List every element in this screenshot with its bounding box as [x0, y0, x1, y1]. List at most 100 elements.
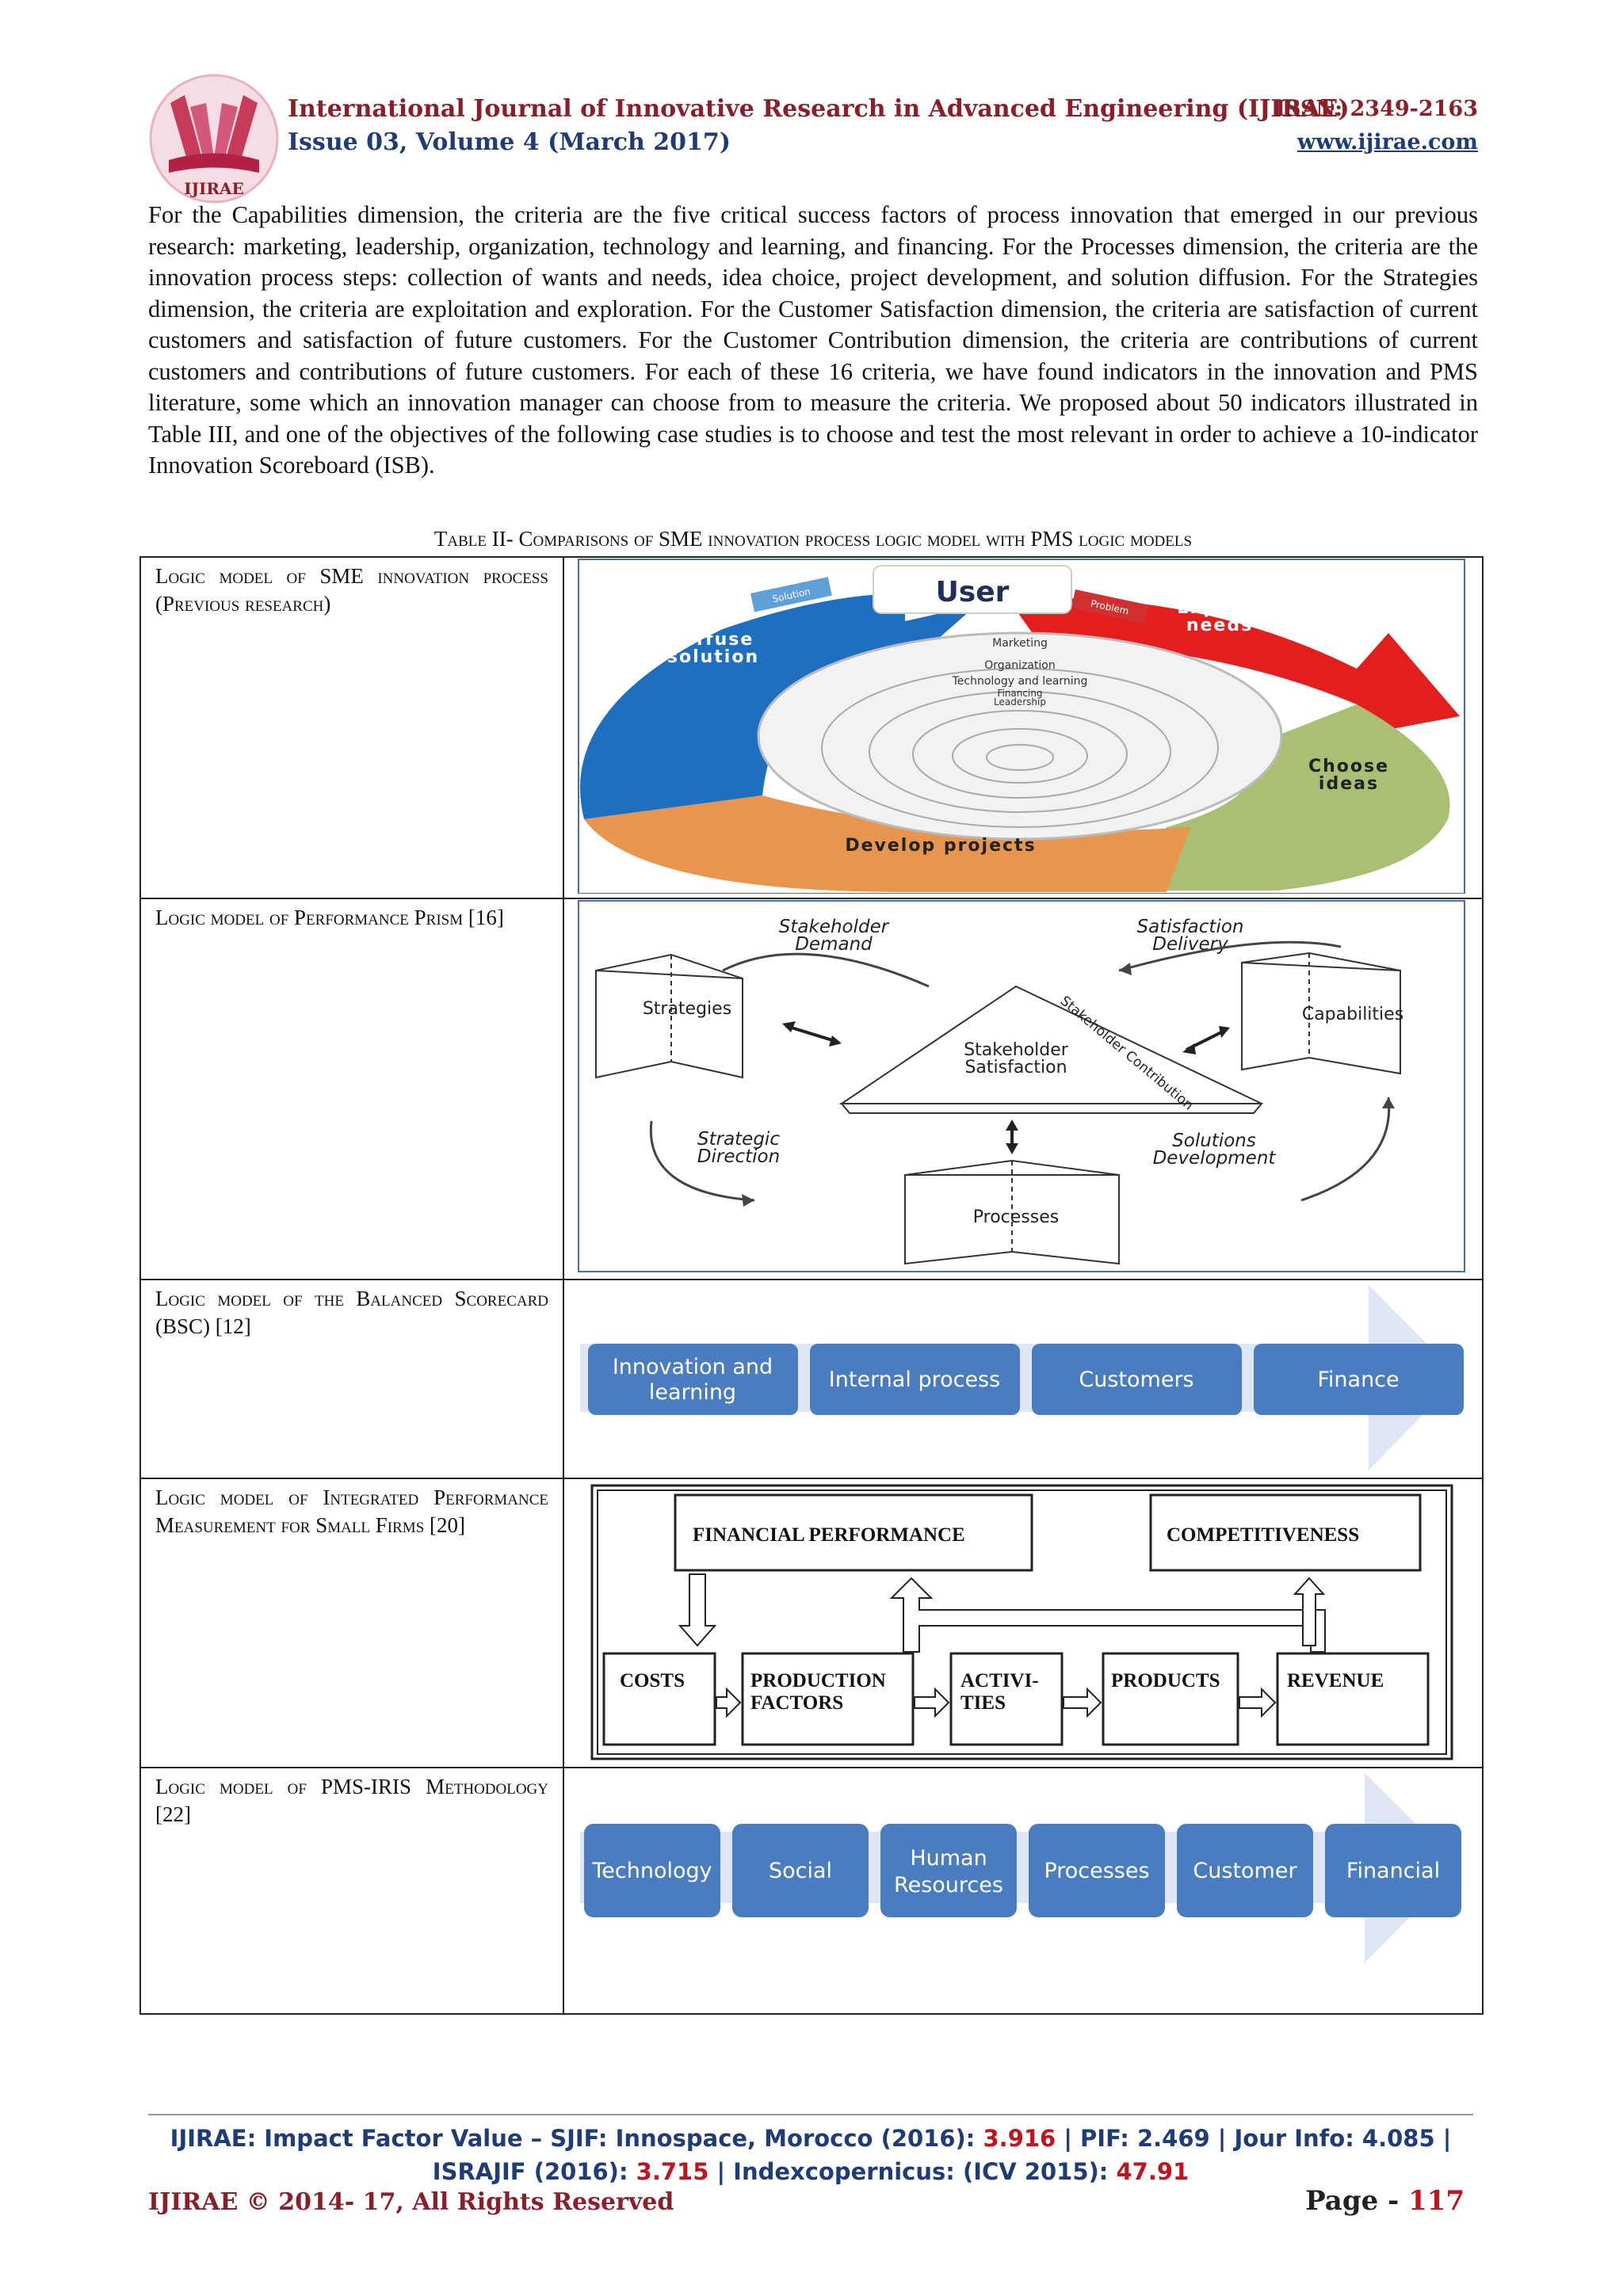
page-header: IJIRAE International Journal of Innovati… [147, 74, 1478, 204]
iris-box [584, 1824, 720, 1917]
row-label: Logic model of the Balanced Scorecard (B… [139, 1279, 564, 1479]
svg-text:Leadership: Leadership [994, 696, 1046, 707]
svg-text:Delivery: Delivery [1152, 934, 1228, 955]
ipm-box [1276, 1652, 1430, 1746]
row-label: Logic model of Integrated Performance Me… [139, 1478, 564, 1768]
svg-text:ideas: ideas [1319, 774, 1379, 794]
iris-box [880, 1824, 1017, 1917]
svg-text:solution: solution [667, 647, 759, 667]
table-row: Logic model of the Balanced Scorecard (B… [139, 1279, 1484, 1479]
capabilities-rings [757, 631, 1283, 841]
svg-text:Finance: Finance [1317, 1367, 1399, 1392]
table-caption: Table II- Comparisons of SME innovation … [433, 527, 1193, 551]
svg-text:Customer: Customer [1193, 1859, 1297, 1883]
journal-logo: IJIRAE [149, 74, 279, 204]
table-row: Logic model of SME innovation process (P… [139, 556, 1484, 899]
user-box [873, 565, 1072, 614]
strategies-prism [595, 953, 743, 1079]
journal-title: International Journal of Innovative Rese… [288, 95, 1350, 123]
svg-text:REVENUE: REVENUE [1287, 1670, 1384, 1691]
svg-text:Financial: Financial [1346, 1859, 1440, 1883]
row-label: Logic model of Performance Prism [16] [139, 898, 564, 1280]
svg-text:Organization: Organization [984, 659, 1056, 672]
svg-text:Processes: Processes [1044, 1859, 1149, 1883]
performance-prism-diagram: Stakeholder Demand Satisfaction Delivery… [578, 900, 1465, 1272]
svg-text:Marketing: Marketing [992, 637, 1048, 650]
svg-text:Resources: Resources [894, 1873, 1003, 1897]
comparison-table: Logic model of SME innovation process (P… [139, 556, 1484, 2015]
ipm-box [602, 1652, 716, 1746]
svg-text:Stakeholder: Stakeholder [964, 1040, 1069, 1060]
svg-text:PRODUCTION: PRODUCTION [750, 1670, 886, 1691]
svg-text:User: User [936, 576, 1010, 608]
svg-text:Capabilities: Capabilities [1302, 1005, 1403, 1024]
svg-text:FACTORS: FACTORS [750, 1692, 843, 1714]
iris-box [1325, 1824, 1461, 1917]
svg-text:Satisfaction: Satisfaction [1137, 917, 1244, 937]
svg-text:Financing: Financing [997, 688, 1042, 699]
row-label: Logic model of PMS-IRIS Methodology [22] [139, 1767, 564, 2015]
svg-text:Processes: Processes [973, 1207, 1059, 1227]
innovation-cycle-diagram: User Solution Problem Explore needs Diff… [578, 559, 1465, 894]
financial-performance-box [674, 1493, 1033, 1572]
impact-factor-info: IJIRAE: Impact Factor Value – SJIF: Inno… [170, 2125, 1452, 2185]
choose-ideas-arrow [1135, 704, 1450, 891]
iris-box [732, 1824, 869, 1917]
issue-info: Issue 03, Volume 4 (March 2017) [288, 128, 731, 156]
svg-text:Demand: Demand [795, 934, 873, 955]
pms-iris-diagram: Technology Social Human Resources Proces… [580, 1773, 1461, 1962]
figure-cell: Technology Social Human Resources Proces… [563, 1767, 1484, 2015]
svg-text:Social: Social [769, 1859, 832, 1883]
figure-cell: FINANCIAL PERFORMANCE COMPETITIVENESS CO… [563, 1478, 1484, 1768]
svg-text:needs: needs [1186, 616, 1253, 635]
table-row: Logic model of Integrated Performance Me… [139, 1478, 1484, 1768]
svg-text:Satisfaction: Satisfaction [964, 1058, 1067, 1077]
svg-text:TIES: TIES [960, 1692, 1006, 1714]
svg-text:Customers: Customers [1079, 1367, 1193, 1392]
ipm-box [1102, 1652, 1239, 1746]
svg-text:Stakeholder: Stakeholder [779, 917, 890, 937]
bsc-box [1254, 1344, 1464, 1415]
svg-text:Innovation and: Innovation and [613, 1355, 773, 1379]
website-link[interactable]: www.ijirae.com [1296, 130, 1478, 154]
svg-text:Internal process: Internal process [829, 1367, 1000, 1392]
table-row: Logic model of PMS-IRIS Methodology [22]… [139, 1767, 1484, 2015]
svg-text:Technology: Technology [591, 1859, 712, 1883]
svg-text:PRODUCTS: PRODUCTS [1111, 1670, 1220, 1691]
row-label: Logic model of SME innovation process (P… [139, 556, 564, 899]
iris-box [1029, 1824, 1165, 1917]
svg-text:Develop projects: Develop projects [845, 836, 1036, 856]
svg-text:Technology and learning: Technology and learning [952, 675, 1088, 688]
table-row: Logic model of Performance Prism [16] St… [139, 898, 1484, 1280]
figure-cell: User Solution Problem Explore needs Diff… [563, 556, 1484, 899]
explore-needs-arrow [1008, 597, 1460, 740]
svg-text:Solutions: Solutions [1172, 1131, 1256, 1151]
figure-cell: Innovation and learning Internal process… [563, 1279, 1484, 1479]
balanced-scorecard-diagram: Innovation and learning Internal process… [580, 1285, 1464, 1470]
svg-text:COMPETITIVENESS: COMPETITIVENESS [1167, 1524, 1359, 1546]
bsc-box [810, 1344, 1020, 1415]
processes-prism [904, 1159, 1120, 1265]
figure-cell: Stakeholder Demand Satisfaction Delivery… [563, 898, 1484, 1280]
body-paragraph: For the Capabilities dimension, the crit… [148, 201, 1478, 479]
svg-text:COSTS: COSTS [620, 1670, 685, 1691]
stakeholder-satisfaction-prism [838, 985, 1264, 1114]
svg-text:Strategies: Strategies [643, 999, 731, 1019]
svg-text:Direction: Direction [697, 1146, 780, 1167]
svg-text:Explore: Explore [1177, 598, 1262, 618]
issn: ISSN: 2349-2163 [1275, 97, 1478, 121]
bsc-box [588, 1344, 798, 1415]
svg-text:ACTIVI-: ACTIVI- [960, 1670, 1039, 1691]
svg-text:Human: Human [910, 1846, 987, 1871]
svg-text:FINANCIAL PERFORMANCE: FINANCIAL PERFORMANCE [693, 1524, 965, 1546]
svg-text:Strategic: Strategic [697, 1129, 780, 1150]
develop-projects-arrow [584, 795, 1190, 892]
ipm-box [949, 1652, 1064, 1746]
integrated-performance-diagram: FINANCIAL PERFORMANCE COMPETITIVENESS CO… [590, 1484, 1453, 1760]
svg-text:Development: Development [1153, 1148, 1277, 1169]
svg-text:learning: learning [649, 1380, 736, 1405]
svg-text:Diffuse: Diffuse [673, 630, 754, 650]
footer-divider [148, 2114, 1473, 2115]
iris-box [1177, 1824, 1313, 1917]
svg-text:IJIRAE: IJIRAE [184, 179, 244, 198]
